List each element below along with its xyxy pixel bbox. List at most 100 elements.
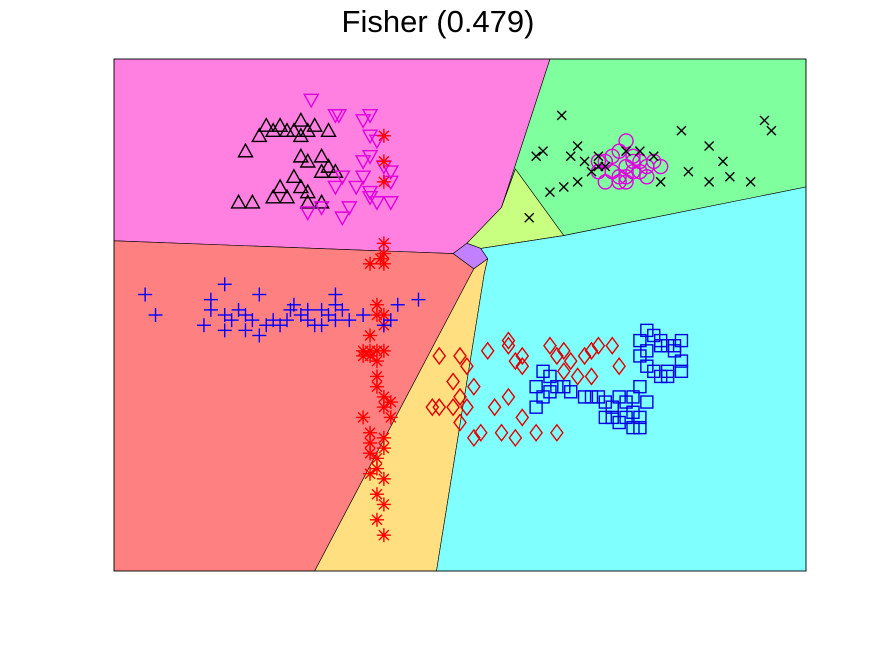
point-square	[633, 349, 647, 363]
point-square	[660, 369, 675, 384]
point-diamond	[605, 336, 620, 355]
point-triangle-up	[292, 147, 310, 163]
point-triangle-up	[285, 122, 303, 137]
point-square	[653, 369, 668, 384]
point-diamond	[515, 357, 530, 376]
point-plus	[286, 297, 301, 312]
point-plus	[217, 277, 232, 292]
point-plus	[328, 287, 343, 302]
point-diamond	[446, 372, 460, 391]
point-triangle-up	[271, 117, 289, 132]
point-x	[531, 151, 542, 162]
point-star	[356, 410, 371, 425]
point-square	[626, 420, 640, 435]
point-square	[619, 395, 633, 409]
point-triangle-up	[299, 193, 316, 209]
point-plus	[217, 323, 232, 338]
point-square	[543, 369, 557, 384]
point-diamond	[563, 351, 578, 371]
point-diamond	[550, 423, 564, 442]
point-square	[633, 333, 647, 348]
point-star	[376, 441, 391, 456]
point-star	[376, 256, 391, 271]
point-star	[363, 466, 378, 481]
point-square	[633, 379, 647, 394]
point-diamond	[432, 346, 447, 366]
point-square	[633, 410, 647, 425]
point-plus	[224, 313, 239, 328]
point-x	[766, 125, 777, 136]
point-diamond	[453, 346, 467, 366]
point-diamond	[612, 357, 627, 376]
point-square	[640, 323, 654, 338]
point-plus	[252, 328, 267, 343]
point-circle	[618, 174, 634, 190]
point-star	[376, 128, 391, 143]
point-triangle-up	[264, 188, 282, 204]
point-plus	[238, 323, 253, 338]
point-x	[579, 156, 590, 167]
point-plus	[196, 318, 211, 333]
point-square	[633, 420, 647, 435]
point-triangle-up	[292, 111, 310, 127]
point-triangle-up	[237, 142, 254, 158]
point-diamond	[550, 346, 564, 366]
point-square	[584, 390, 599, 404]
point-diamond	[453, 387, 467, 407]
point-square	[543, 385, 557, 399]
point-diamond	[556, 362, 571, 381]
point-plus	[148, 308, 163, 322]
point-x	[621, 146, 632, 157]
point-circle	[652, 158, 669, 175]
point-star	[376, 174, 391, 189]
point-triangle-up	[278, 188, 296, 204]
point-x	[634, 146, 645, 157]
point-triangle-down	[330, 109, 348, 124]
point-x	[683, 166, 694, 177]
point-plus	[252, 287, 267, 302]
point-plus	[321, 308, 336, 322]
point-square	[640, 395, 654, 409]
point-star	[376, 389, 391, 404]
point-triangle-down	[341, 201, 358, 216]
point-star	[376, 497, 391, 512]
point-triangle-up	[320, 158, 337, 173]
point-diamond	[446, 397, 460, 417]
point-square	[653, 339, 668, 353]
point-plus	[356, 308, 371, 322]
point-star	[369, 451, 384, 466]
point-diamond	[453, 413, 467, 432]
point-diamond	[584, 367, 599, 386]
point-triangle-up	[306, 117, 323, 132]
point-triangle-down	[327, 180, 344, 196]
point-plus	[342, 313, 357, 328]
plot-frame	[113, 58, 807, 572]
point-plus	[383, 313, 398, 328]
point-triangle-down	[361, 190, 379, 206]
point-triangle-up	[251, 127, 268, 143]
point-square	[660, 339, 675, 353]
point-triangle-down	[361, 129, 379, 145]
point-star	[363, 425, 378, 440]
point-star	[369, 379, 384, 394]
point-star	[376, 528, 391, 543]
point-triangle-down	[361, 109, 379, 124]
point-square	[626, 405, 640, 419]
point-triangle-down	[382, 196, 399, 211]
point-x	[572, 176, 583, 187]
point-star	[363, 256, 378, 271]
point-triangle-down	[354, 114, 372, 129]
point-diamond	[556, 341, 571, 361]
point-star	[363, 328, 378, 343]
point-triangle-up	[258, 117, 275, 132]
point-diamond	[501, 331, 516, 350]
point-square	[536, 390, 550, 404]
point-x	[648, 151, 659, 162]
point-square	[598, 410, 613, 425]
point-diamond	[515, 346, 530, 366]
point-diamond	[577, 346, 592, 366]
point-x	[572, 141, 583, 152]
point-triangle-down	[348, 180, 365, 196]
point-star	[376, 246, 391, 261]
